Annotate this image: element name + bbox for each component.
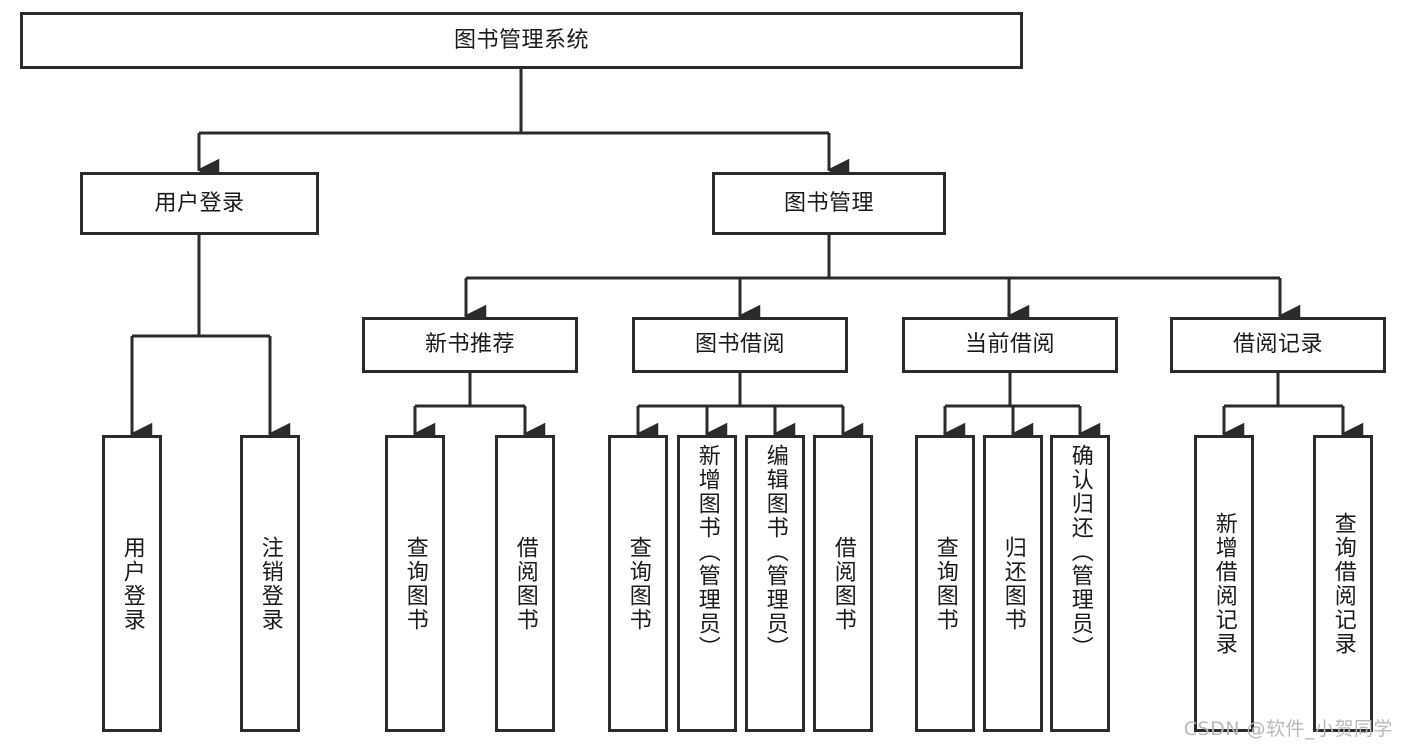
leaf-inner: 查询借阅记录	[1316, 438, 1370, 729]
leaf-book-borrow-query[interactable]: 查询图书	[608, 435, 668, 732]
leaf-book-borrow-add-label: 新增图书（管理员）	[694, 444, 720, 660]
node-current-borrow-label: 当前借阅	[964, 332, 1055, 358]
leaf-user-login-logout[interactable]: 注销登录	[240, 435, 300, 732]
leaf-book-borrow-add[interactable]: 新增图书（管理员）	[677, 435, 737, 732]
leaf-inner: 归还图书	[986, 438, 1040, 729]
leaf-borrow-records-query-label: 查询借阅记录	[1330, 511, 1356, 656]
leaf-new-book-query[interactable]: 查询图书	[385, 435, 445, 732]
leaf-current-borrow-return-label: 归还图书	[1000, 535, 1026, 632]
node-borrow-records-label: 借阅记录	[1232, 332, 1323, 358]
leaf-inner: 新增借阅记录	[1197, 438, 1251, 729]
leaf-borrow-records-add-label: 新增借阅记录	[1211, 511, 1237, 656]
leaf-new-book-borrow[interactable]: 借阅图书	[495, 435, 555, 732]
node-book-management-label: 图书管理	[783, 190, 874, 216]
leaf-book-borrow-borrow[interactable]: 借阅图书	[813, 435, 873, 732]
leaf-book-borrow-query-label: 查询图书	[625, 535, 651, 632]
leaf-user-login-login-label: 用户登录	[119, 535, 145, 632]
leaf-new-book-query-label: 查询图书	[402, 535, 428, 632]
leaf-current-borrow-query-label: 查询图书	[932, 535, 958, 632]
leaf-inner: 查询图书	[611, 438, 665, 729]
node-new-book-recommend-label: 新书推荐	[424, 332, 515, 358]
leaf-book-borrow-borrow-label: 借阅图书	[830, 535, 856, 632]
node-root-system[interactable]: 图书管理系统	[20, 12, 1023, 69]
leaf-borrow-records-query[interactable]: 查询借阅记录	[1313, 435, 1373, 732]
node-new-book-recommend[interactable]: 新书推荐	[362, 317, 578, 373]
leaf-inner: 新增图书（管理员）	[680, 438, 734, 729]
watermark-text: CSDN @软件_小贺同学	[1183, 718, 1393, 740]
leaf-book-borrow-edit-label: 编辑图书（管理员）	[762, 444, 788, 660]
leaf-inner: 借阅图书	[816, 438, 870, 729]
leaf-current-borrow-confirm-label: 确认归还（管理员）	[1067, 444, 1093, 660]
node-book-borrow-label: 图书借阅	[694, 332, 785, 358]
leaf-inner: 查询图书	[388, 438, 442, 729]
leaf-inner: 借阅图书	[498, 438, 552, 729]
node-root-system-label: 图书管理系统	[453, 27, 589, 53]
leaf-borrow-records-add[interactable]: 新增借阅记录	[1194, 435, 1254, 732]
leaf-new-book-borrow-label: 借阅图书	[512, 535, 538, 632]
leaf-user-login-login[interactable]: 用户登录	[102, 435, 162, 732]
leaf-inner: 注销登录	[243, 438, 297, 729]
node-user-login-label: 用户登录	[154, 190, 245, 216]
leaf-user-login-logout-label: 注销登录	[257, 535, 283, 632]
leaf-current-borrow-return[interactable]: 归还图书	[983, 435, 1043, 732]
leaf-inner: 用户登录	[105, 438, 159, 729]
leaf-inner: 编辑图书（管理员）	[748, 438, 802, 729]
leaf-book-borrow-edit[interactable]: 编辑图书（管理员）	[745, 435, 805, 732]
node-book-borrow[interactable]: 图书借阅	[632, 317, 848, 373]
leaf-inner: 确认归还（管理员）	[1053, 438, 1107, 729]
node-book-management[interactable]: 图书管理	[712, 172, 946, 235]
leaf-inner: 查询图书	[918, 438, 972, 729]
node-user-login[interactable]: 用户登录	[80, 172, 319, 235]
leaf-current-borrow-query[interactable]: 查询图书	[915, 435, 975, 732]
node-borrow-records[interactable]: 借阅记录	[1170, 317, 1386, 373]
node-current-borrow[interactable]: 当前借阅	[902, 317, 1118, 373]
leaf-current-borrow-confirm[interactable]: 确认归还（管理员）	[1050, 435, 1110, 732]
